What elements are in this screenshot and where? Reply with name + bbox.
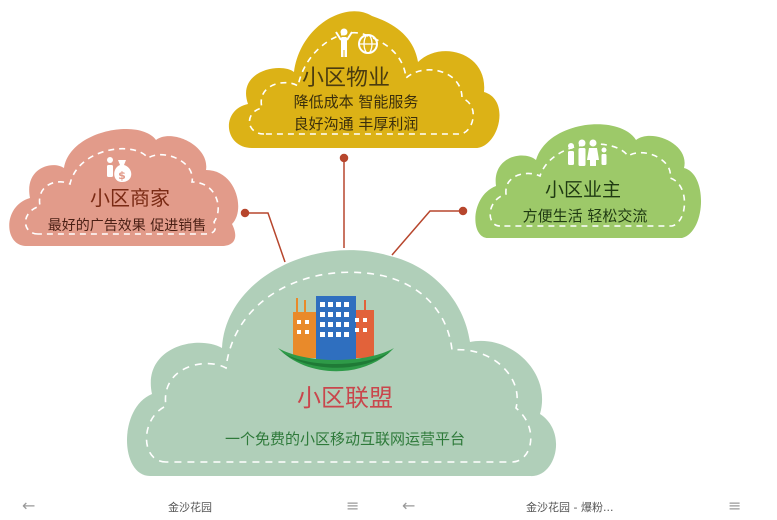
cloud-owner	[475, 124, 702, 238]
money-bag-icon: $	[107, 157, 132, 182]
property-title: 小区物业	[301, 66, 390, 91]
back-arrow-icon[interactable]: ←	[402, 496, 416, 515]
cloud-owner-dashes	[489, 143, 686, 227]
svg-text:$: $	[118, 169, 126, 182]
property-benefit-line-1: 降低成本 智能服务	[293, 93, 419, 111]
main-title: 小区联盟	[297, 384, 393, 412]
connector-dot-property	[339, 153, 349, 163]
menu-icon[interactable]: ≡	[346, 496, 360, 515]
buildings-logo-icon	[278, 296, 394, 372]
cloud-merchant	[9, 129, 239, 246]
main-subtitle: 一个免费的小区移动互联网运营平台	[224, 430, 465, 448]
cloud-merchant-dashes	[24, 147, 219, 235]
connector-dot-owner	[458, 206, 468, 216]
menu-icon[interactable]: ≡	[728, 496, 742, 515]
bottom-bar-right-title: 金沙花园 - 爆粉...	[526, 501, 614, 514]
connector-dot-merchant	[240, 208, 250, 218]
connector-lines	[240, 153, 468, 263]
bottom-bar-right: ← 金沙花园 - 爆粉... ≡	[390, 493, 777, 520]
property-benefit-line-2: 良好沟通 丰厚利润	[293, 115, 419, 133]
owner-benefit-line: 方便生活 轻松交流	[522, 207, 648, 225]
merchant-title: 小区商家	[90, 186, 170, 210]
people-globe-icon	[335, 28, 378, 57]
back-arrow-icon[interactable]: ←	[22, 496, 36, 515]
cloud-main-dashes	[145, 271, 532, 463]
owner-title: 小区业主	[544, 179, 621, 201]
cloud-property-shape	[228, 11, 500, 149]
connector-owner	[391, 210, 463, 256]
bottom-bar-left-title: 金沙花园	[168, 501, 212, 514]
connector-merchant	[245, 212, 286, 263]
bottom-bar-left: ← 金沙花园 ≡	[0, 493, 388, 520]
cloud-merchant-shape	[9, 129, 239, 246]
family-icon	[568, 139, 607, 166]
merchant-benefit-line: 最好的广告效果 促进销售	[47, 218, 207, 234]
